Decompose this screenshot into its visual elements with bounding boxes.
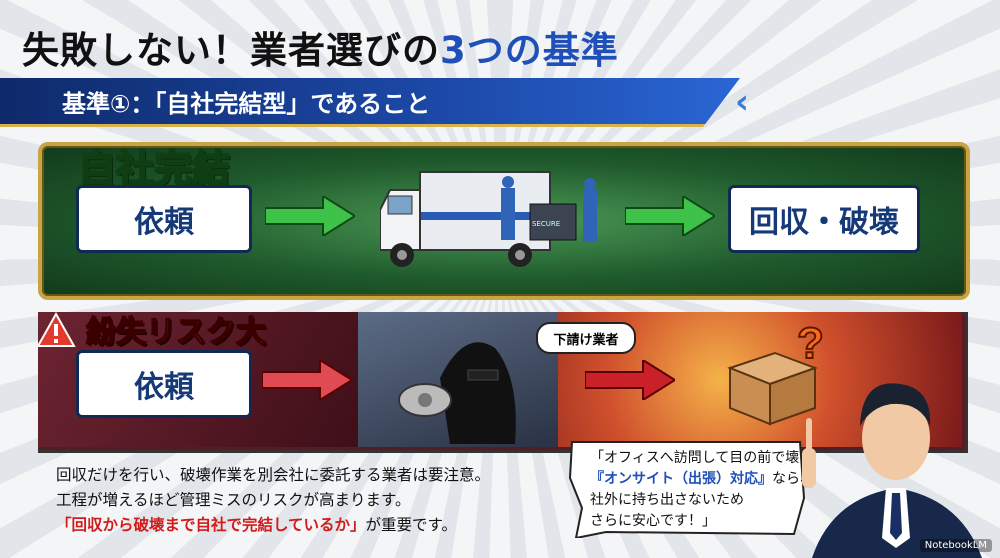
page-title: 失敗しない！業者選びの3つの基準 [22,20,619,74]
title-prefix: 失敗しない！業者選びの [22,29,440,72]
collect-destroy-box: 回収・破壊 [728,185,920,253]
chevron-icon: ‹ [735,82,750,122]
green-arrow-icon [265,196,355,236]
suspicious-hooded-figure-illustration [398,342,516,444]
request-box: 依頼 [76,350,252,418]
businessman-illustration [802,383,982,558]
speech-bubble [568,441,806,538]
risk-label: 紛失リスク大 [85,314,267,351]
description-line-1: 回収だけを行い、破壊作業を別会社に委託する業者は要注意。 [56,466,491,484]
subcontractor-bubble: 下請け業者 [536,322,636,354]
notebooklm-watermark: NotebookLM [919,539,992,552]
green-arrow-icon [625,196,715,236]
criterion-banner [0,78,740,127]
red-arrow-icon [585,360,675,400]
speech-text: 「オフィスへ訪問して目の前で壊す 『オンサイト（出張）対応』なら、 社外に持ち出… [590,450,814,529]
description-text: 回収だけを行い、破壊作業を別会社に委託する業者は要注意。 工程が増えるほど管理ミ… [56,463,490,538]
warning-icon [36,312,76,347]
request-box: 依頼 [76,185,252,253]
svg-text:?: ? [797,319,824,368]
in-house-label: 自社完結 [77,146,231,192]
criterion-banner-text: 基準①：「自社完結型」であること [62,90,431,118]
secure-box-tag: SECURE [532,220,560,228]
truck-with-workers-illustration: SECURE [380,171,597,267]
description-line-2: 工程が増えるほど管理ミスのリスクが高まります。 [56,491,411,509]
description-emphasis: 「回収から破壊まで自社で完結しているか」 [56,516,366,534]
red-arrow-icon [262,360,352,400]
description-line-3: 「回収から破壊まで自社で完結しているか」が重要です。 [56,516,457,534]
title-highlight: 3つの基準 [440,29,619,72]
onsite-emphasis: 『オンサイト（出張）対応』 [590,471,772,487]
lost-box-question-illustration: ? [727,318,825,426]
